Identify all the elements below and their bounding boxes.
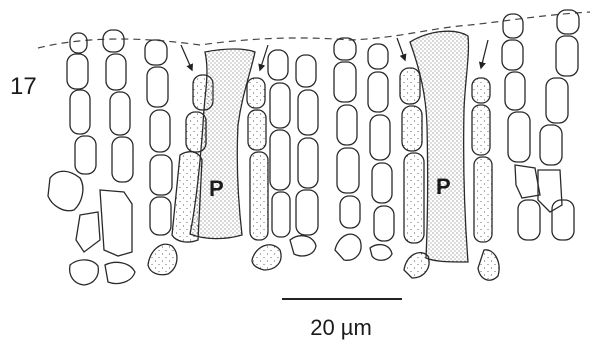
cell <box>270 83 290 128</box>
cell <box>402 106 422 151</box>
cell <box>70 33 87 53</box>
cell <box>298 138 318 188</box>
cell <box>250 152 268 240</box>
arrow-marker <box>481 40 488 68</box>
cell <box>508 112 530 162</box>
cell <box>296 55 316 87</box>
cell <box>404 153 424 243</box>
cell <box>370 245 392 261</box>
figure-number: 17 <box>10 73 37 100</box>
cell <box>334 62 356 102</box>
cell <box>270 130 290 190</box>
arrow-marker <box>260 45 268 70</box>
cell <box>404 253 429 278</box>
cell <box>70 90 90 134</box>
cell <box>374 206 394 241</box>
cell <box>150 155 172 195</box>
cell <box>150 197 171 235</box>
cell <box>145 40 167 65</box>
cell <box>172 152 202 242</box>
cell <box>337 105 357 145</box>
cell <box>372 163 392 203</box>
cell <box>334 38 356 60</box>
scale-bar-label: 20 µm <box>310 315 372 340</box>
cell <box>472 105 490 155</box>
cell <box>503 14 523 38</box>
cell <box>505 72 525 110</box>
cell <box>100 190 132 256</box>
cell <box>268 50 288 80</box>
cell <box>474 157 492 242</box>
cell <box>252 245 281 270</box>
cell <box>75 136 96 174</box>
cell <box>67 54 88 89</box>
cell <box>400 68 420 104</box>
cell <box>48 171 83 210</box>
cell <box>540 125 562 165</box>
cell <box>515 165 540 198</box>
cell <box>552 200 574 240</box>
cell <box>518 200 540 240</box>
p-cell-left-label: P <box>209 176 224 201</box>
cell <box>478 250 499 280</box>
cell <box>335 234 361 260</box>
cell <box>296 190 318 235</box>
cell <box>272 192 290 237</box>
cell <box>502 40 523 70</box>
cell <box>340 196 360 228</box>
cell <box>193 75 213 110</box>
surface-line <box>38 12 590 48</box>
cell <box>70 260 99 285</box>
cell <box>370 115 390 160</box>
cell <box>103 30 124 52</box>
cell <box>368 44 388 69</box>
cell <box>112 137 133 182</box>
cell <box>290 236 316 256</box>
cell <box>546 78 568 123</box>
cell <box>147 67 168 107</box>
cell <box>337 148 359 193</box>
p-cell-right-label: P <box>436 174 451 199</box>
cell <box>106 54 126 90</box>
cell <box>556 36 578 76</box>
cell <box>110 92 130 135</box>
cell <box>105 262 135 283</box>
arrow-marker <box>397 38 405 60</box>
cell <box>538 170 562 212</box>
cell <box>148 244 177 274</box>
arrow-marker <box>181 45 192 70</box>
cell <box>298 90 318 135</box>
cell <box>368 72 388 112</box>
cell <box>472 78 490 103</box>
cell <box>248 110 266 150</box>
cell <box>247 78 265 108</box>
cell <box>150 110 170 152</box>
cell <box>186 112 206 152</box>
cell <box>76 212 100 252</box>
